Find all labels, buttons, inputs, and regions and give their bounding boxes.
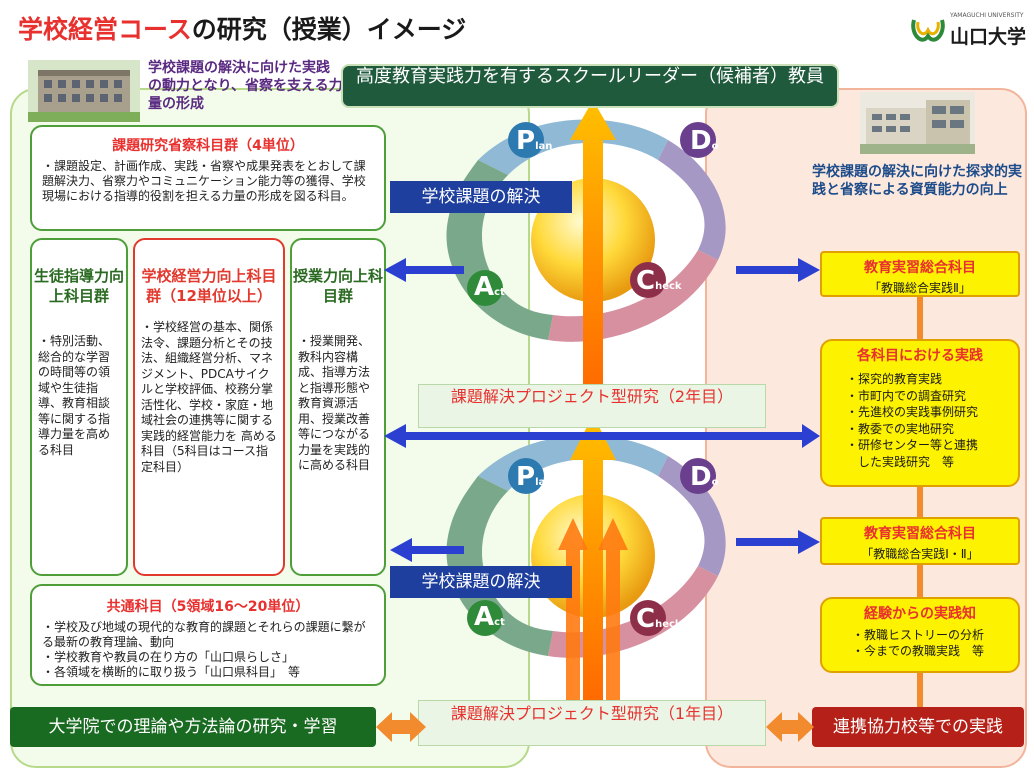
y1-title: 教育実習総合科目 bbox=[864, 260, 976, 276]
column-3-body: ・授業開発、教科内容構成、指導方法と指導形態や教育資源活用、授業改善等につながる… bbox=[298, 334, 371, 472]
list-item: ・今までの教職実践 等 bbox=[852, 644, 985, 658]
y1-body: 「教職総合実践Ⅱ」 bbox=[869, 281, 971, 295]
connector-line bbox=[917, 673, 923, 707]
school-leader-banner: 高度教育実践力を有するスクールリーダー（候補者）教員 bbox=[341, 64, 839, 108]
research-box-body: ・課題設定、計画作成、実践・省察や成果発表をとおして課題解決力、省察力やコミュニ… bbox=[42, 159, 366, 203]
orange-double-arrow-icon bbox=[766, 712, 814, 742]
orange-double-arrow-icon bbox=[376, 712, 426, 742]
common-subjects-box: 共通科目（5領域16～20単位） ・学校及び地域の現代的な教育的課題とそれらの課… bbox=[30, 584, 386, 686]
practice-subject-box-1: 教育実習総合科目 「教職総合実践Ⅰ・Ⅱ」 bbox=[820, 517, 1020, 565]
y4-list: ・教職ヒストリーの分析 ・今までの教職実践 等 bbox=[852, 627, 1018, 659]
common-box-title: 共通科目（5領域16～20単位） bbox=[106, 599, 310, 615]
logo-english: YAMAGUCHI UNIVERSITY bbox=[950, 12, 1024, 19]
university-study-banner: 大学院での理論や方法論の研究・学習 bbox=[10, 707, 376, 747]
project-research-year-1: 課題解決プロジェクト型研究（1年目） bbox=[418, 700, 766, 746]
connector-line bbox=[917, 487, 923, 517]
school-issue-solution-lower: 学校課題の解決 bbox=[390, 566, 572, 598]
list-item: した実践研究 等 bbox=[846, 454, 955, 469]
page-title: 学校経営コースの研究（授業）イメージ bbox=[18, 10, 466, 46]
list-item: ・研修センター等と連携 bbox=[846, 438, 979, 452]
partner-school-practice-banner: 連携協力校等での実践 bbox=[812, 707, 1024, 747]
list-item: ・教職ヒストリーの分析 bbox=[852, 628, 985, 642]
school-issue-solution-upper: 学校課題の解決 bbox=[390, 181, 572, 213]
pdca-do-label-upper: Do bbox=[690, 126, 719, 156]
connection-arrows bbox=[384, 258, 820, 562]
pdca-do-label-lower: Do bbox=[690, 462, 719, 492]
arrow-left-icon bbox=[384, 258, 464, 282]
y2-list: ・探究的教育実践 ・市町内での調査研究 ・先進校の実践事例研究 ・教委での実地研… bbox=[846, 371, 1018, 470]
experience-knowledge-box: 経験からの実践知 ・教職ヒストリーの分析 ・今までの教職実践 等 bbox=[820, 597, 1020, 673]
university-building-icon bbox=[28, 60, 140, 122]
research-box-title: 課題研究省察科目群（4単位） bbox=[112, 138, 304, 154]
y2-title: 各科目における実践 bbox=[857, 348, 983, 364]
column-2-title: 学校経営力向上科目群（12単位以上） bbox=[141, 267, 277, 305]
project-research-year-2: 課題解決プロジェクト型研究（2年目） bbox=[418, 384, 766, 428]
column-2-body: ・学校経営の基本、関係法令、課題分析とその技法、組織経営分析、マネジメント、PD… bbox=[141, 320, 277, 474]
y4-title: 経験からの実践知 bbox=[864, 606, 976, 622]
student-guidance-column: 生徒指導力向上科目群 ・特別活動、総合的な学習の時間等の領域や生徒指導、教育相談… bbox=[30, 238, 128, 576]
title-part-2: の研究（授業）イメージ bbox=[191, 15, 467, 44]
pdca-act-label-lower: Act bbox=[474, 602, 505, 632]
research-reflection-box: 課題研究省察科目群（4単位） ・課題設定、計画作成、実践・省察や成果発表をとおし… bbox=[30, 125, 386, 231]
title-part-1: 学校経営コース bbox=[18, 15, 192, 44]
list-item: ・市町内での調査研究 bbox=[846, 388, 967, 403]
connector-line bbox=[917, 297, 923, 339]
logo-name: 山口大学 bbox=[950, 26, 1027, 48]
arrow-right-icon bbox=[736, 530, 820, 554]
school-management-column: 学校経営力向上科目群（12単位以上） ・学校経営の基本、関係法令、課題分析とその… bbox=[133, 238, 285, 576]
list-item: ・探究的教育実践 bbox=[846, 372, 943, 386]
common-box-body: ・学校及び地域の現代的な教育的課題とそれらの課題に繋がる最新の教育理論、動向 ・… bbox=[42, 620, 374, 680]
pdca-check-label-lower: Check bbox=[636, 604, 682, 634]
teaching-ability-column: 授業力向上科目群 ・授業開発、教科内容構成、指導方法と指導形態や教育資源活用、授… bbox=[290, 238, 386, 576]
intro-left: 学校課題の解決に向けた実践の動力となり、省察を支える力量の形成 bbox=[148, 60, 343, 112]
arrow-right-icon bbox=[736, 258, 820, 282]
list-item: ・先進校の実践事例研究 bbox=[846, 405, 979, 419]
arrow-left-icon bbox=[390, 538, 464, 562]
common-line: ・学校教育や教員の在り方の「山口県らしさ」 bbox=[42, 650, 295, 664]
column-1-body: ・特別活動、総合的な学習の時間等の領域や生徒指導、教育相談等に関する指導力量を高… bbox=[38, 334, 111, 457]
y3-title: 教育実習総合科目 bbox=[864, 526, 976, 542]
intro-right: 学校課題の解決に向けた探求的実践と省察による資質能力の向上 bbox=[812, 164, 1022, 198]
pdca-plan-label-upper: Plan bbox=[516, 126, 553, 156]
connector-line bbox=[917, 565, 923, 597]
common-line: ・学校及び地域の現代的な教育的課題とそれらの課題に繋がる最新の教育理論、動向 bbox=[42, 620, 366, 649]
growth-arrows bbox=[558, 100, 628, 720]
pdca-act-label-upper: Act bbox=[474, 272, 505, 302]
y3-body: 「教職総合実践Ⅰ・Ⅱ」 bbox=[861, 547, 979, 561]
column-3-title: 授業力向上科目群 bbox=[292, 267, 383, 305]
university-logo-icon bbox=[911, 19, 945, 42]
pdca-check-label-upper: Check bbox=[636, 266, 682, 296]
pdca-plan-label-lower: Plan bbox=[516, 462, 553, 492]
common-line: ・各領域を横断的に取り扱う「山口県科目」 等 bbox=[42, 665, 301, 679]
double-arrow-icon bbox=[384, 424, 820, 448]
list-item: ・教委での実地研究 bbox=[846, 421, 955, 436]
subject-practice-box: 各科目における実践 ・探究的教育実践 ・市町内での調査研究 ・先進校の実践事例研… bbox=[820, 339, 1020, 487]
practice-subject-box-2: 教育実習総合科目 「教職総合実践Ⅱ」 bbox=[820, 251, 1020, 297]
column-1-title: 生徒指導力向上科目群 bbox=[33, 267, 124, 305]
school-building-icon bbox=[860, 92, 975, 154]
